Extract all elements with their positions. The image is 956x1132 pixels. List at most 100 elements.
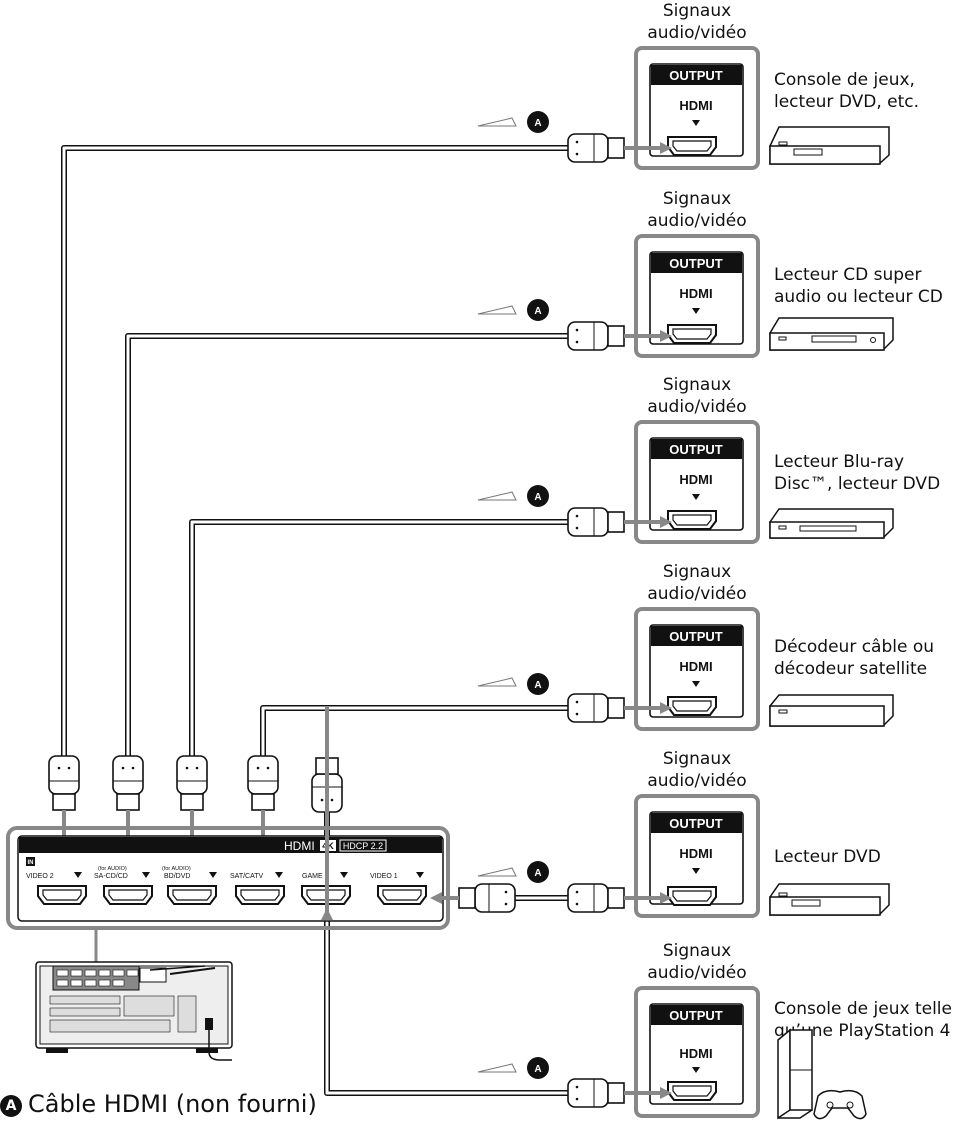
socket-sacd xyxy=(103,885,153,905)
cd-player-icon xyxy=(769,317,894,351)
signal-label-1b: audio/vidéo xyxy=(647,23,746,43)
port-label-game: GAME xyxy=(302,873,323,880)
cable-badge-6 xyxy=(527,1057,549,1079)
signal-label-6b: audio/vidéo xyxy=(647,963,746,983)
hdmi-strip-title: HDMI xyxy=(284,839,315,853)
svg-text:A: A xyxy=(534,118,541,129)
svg-text:A: A xyxy=(534,306,541,317)
hdmi-label-5: HDMI xyxy=(679,846,712,861)
device-name-4a: Décodeur câble ou xyxy=(774,637,934,657)
output-title-2: OUTPUT xyxy=(669,256,723,271)
port-label-sacd: SA-CD/CD xyxy=(94,873,128,880)
device-row-5: Signaux audio/vidéo OUTPUT HDMI A Lecteu… xyxy=(477,749,890,918)
device-name-6a: Console de jeux telle xyxy=(774,999,952,1019)
hdmi-label-4: HDMI xyxy=(679,659,712,674)
plug-sacd xyxy=(112,755,144,811)
device-name-5a: Lecteur DVD xyxy=(774,847,881,867)
cable-badge-4 xyxy=(527,673,549,695)
set-top-box-icon xyxy=(769,694,894,727)
plug-4 xyxy=(567,693,625,723)
device-row-6: Signaux audio/vidéo OUTPUT HDMI A Consol… xyxy=(477,941,952,1120)
cable-3 xyxy=(189,519,568,758)
output-title-1: OUTPUT xyxy=(669,68,723,83)
signal-label-4b: audio/vidéo xyxy=(647,584,746,604)
plug-bddvd xyxy=(176,755,208,811)
socket-bddvd xyxy=(167,885,217,905)
video1-connection xyxy=(430,883,516,913)
cable-badge-5 xyxy=(527,861,549,883)
signal-label-6a: Signaux xyxy=(663,941,731,961)
device-name-3a: Lecteur Blu-ray xyxy=(774,452,904,472)
plug-1 xyxy=(567,133,625,163)
plug-satcatv xyxy=(247,755,279,811)
device-row-4: Signaux audio/vidéo OUTPUT HDMI A Décode… xyxy=(477,562,934,731)
output-panel-6 xyxy=(634,986,760,1118)
svg-text:A: A xyxy=(534,680,541,691)
device-name-4b: décodeur satellite xyxy=(774,659,927,679)
badge-hdcp: HDCP 2.2 xyxy=(343,841,383,851)
device-name-6b: qu’une PlayStation 4 xyxy=(774,1021,951,1041)
receiver-unit-icon xyxy=(35,928,233,1061)
port-label-video2: VIDEO 2 xyxy=(26,873,54,880)
plug-video2 xyxy=(48,755,80,811)
device-name-1a: Console de jeux, xyxy=(774,70,915,90)
svg-text:A: A xyxy=(534,868,541,879)
signal-label-1a: Signaux xyxy=(663,1,731,21)
cable-badge-1 xyxy=(527,111,549,133)
hdmi-label-3: HDMI xyxy=(679,472,712,487)
port-sub-bddvd: (for AUDIO) xyxy=(162,866,191,872)
device-name-1b: lecteur DVD, etc. xyxy=(774,92,919,112)
output-panel-4 xyxy=(634,607,760,731)
plug-2 xyxy=(567,321,625,351)
signal-label-5b: audio/vidéo xyxy=(647,771,746,791)
cable-badge-3 xyxy=(527,485,549,507)
socket-satcatv xyxy=(235,885,285,905)
output-title-6: OUTPUT xyxy=(669,1008,723,1023)
hdmi-label-2: HDMI xyxy=(679,286,712,301)
socket-video2 xyxy=(37,885,87,905)
hdmi-label-6: HDMI xyxy=(679,1046,712,1061)
signal-label-5a: Signaux xyxy=(663,749,731,769)
output-title-5: OUTPUT xyxy=(669,816,723,831)
in-label: IN xyxy=(28,860,34,866)
cable-1 xyxy=(61,145,568,758)
signal-label-3b: audio/vidéo xyxy=(647,397,746,417)
hdmi-label-1: HDMI xyxy=(679,98,712,113)
legend-text: Câble HDMI (non fourni) xyxy=(28,1090,317,1118)
output-title-4: OUTPUT xyxy=(669,629,723,644)
dvd-player-icon xyxy=(769,883,890,916)
output-title-3: OUTPUT xyxy=(669,442,723,457)
device-name-2a: Lecteur CD super xyxy=(774,265,922,285)
bluray-player-icon xyxy=(769,508,894,539)
port-sub-sacd: (for AUDIO) xyxy=(98,866,127,872)
cable-4 xyxy=(260,705,568,758)
cable-badge-2 xyxy=(527,299,549,321)
game-connection xyxy=(311,706,343,920)
plug-6 xyxy=(567,1078,625,1108)
cables xyxy=(61,145,568,1096)
output-panel-1 xyxy=(634,46,760,170)
device-name-2b: audio ou lecteur CD xyxy=(774,287,943,307)
signal-label-2b: audio/vidéo xyxy=(647,211,746,231)
device-row-3: Signaux audio/vidéo OUTPUT HDMI A Lecteu… xyxy=(477,375,940,544)
port-label-bddvd: BD/DVD xyxy=(164,873,190,880)
port-label-video1: VIDEO 1 xyxy=(370,873,398,880)
signal-label-4a: Signaux xyxy=(663,562,731,582)
device-name-3b: Disc™, lecteur DVD xyxy=(774,474,940,494)
output-panel-3 xyxy=(634,420,760,544)
signal-label-3a: Signaux xyxy=(663,375,731,395)
port-label-satcatv: SAT/CATV xyxy=(230,873,264,880)
svg-text:A: A xyxy=(534,1064,541,1075)
device-row-2: Signaux audio/vidéo OUTPUT HDMI A Lecteu… xyxy=(477,189,943,358)
plug-5 xyxy=(567,883,625,913)
svg-text:A: A xyxy=(534,492,541,503)
signal-label-2a: Signaux xyxy=(663,189,731,209)
output-panel-5 xyxy=(634,794,760,918)
device-row-1: Signaux audio/vidéo OUTPUT HDMI A Consol… xyxy=(477,1,919,170)
receiver-hdmi-panel: HDMI 4K HDCP 2.2 IN VIDEO 2 (for AUDIO) … xyxy=(6,826,450,930)
game-console-dvd-icon xyxy=(769,126,890,165)
plug-3 xyxy=(567,507,625,537)
playstation-icon xyxy=(777,1028,867,1120)
